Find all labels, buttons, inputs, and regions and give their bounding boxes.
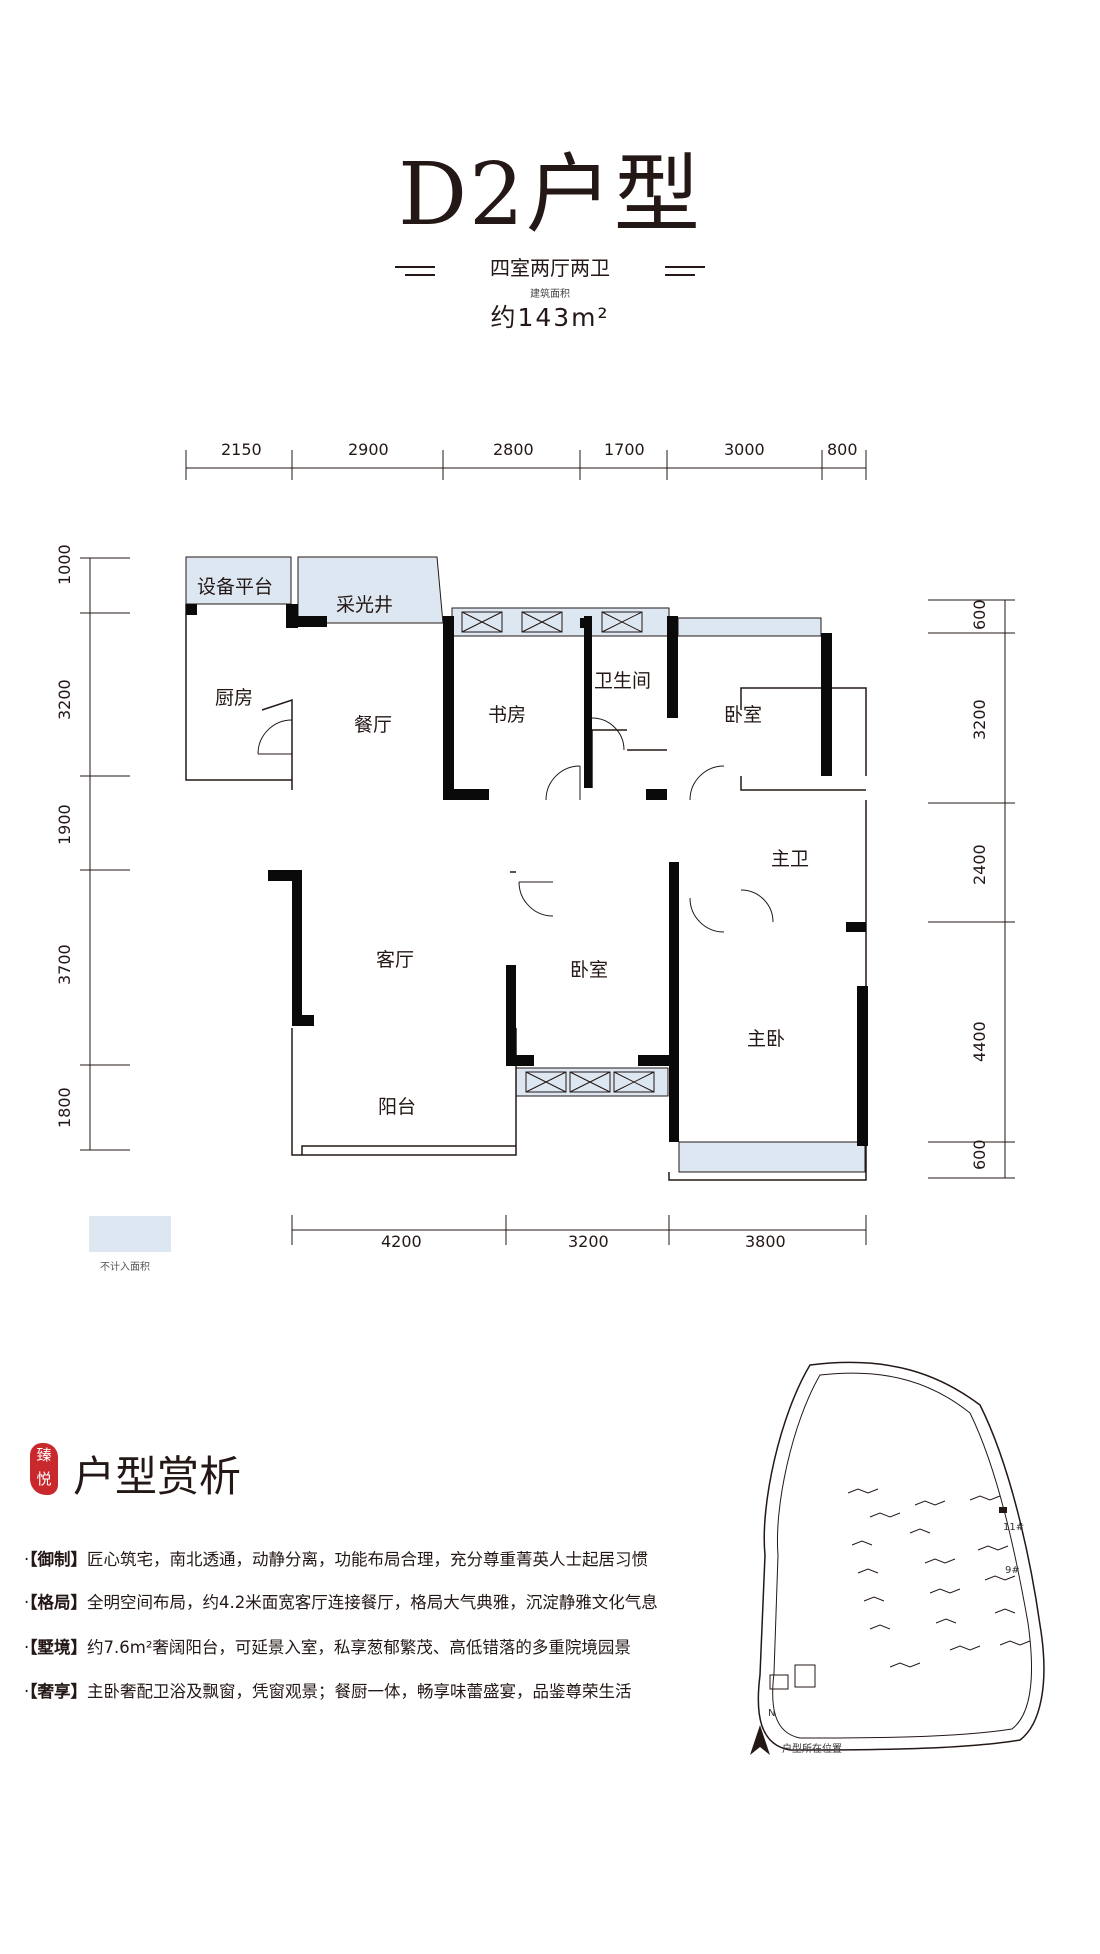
map-label-11: 11#	[1003, 1522, 1025, 1533]
analysis-title: 户型赏析	[73, 1452, 242, 1501]
north-label: N	[768, 1708, 776, 1719]
legend-swatch	[89, 1216, 171, 1252]
dim-top-3: 2800	[493, 440, 534, 459]
bullet-tag: 【格局】	[29, 1593, 87, 1612]
dim-left-3: 1900	[55, 804, 74, 845]
room-bedroom-mid: 卧室	[570, 959, 609, 981]
site-map	[750, 1361, 1045, 1755]
area-label: 建筑面积	[530, 289, 570, 300]
room-living: 客厅	[376, 949, 415, 971]
bullet-text: 匠心筑宅，南北透通，动静分离，功能布局合理，充分尊重菁英人士起居习惯	[87, 1550, 648, 1569]
area-value: 约143m²	[490, 303, 610, 332]
layout-subtitle: 四室两厅两卫	[490, 256, 610, 280]
site-boundary	[757, 1361, 1045, 1751]
dimension-lines	[80, 450, 1015, 1245]
room-dining: 餐厅	[354, 714, 393, 736]
bullet-tag: 【御制】	[29, 1550, 87, 1569]
dim-right-1: 600	[970, 599, 989, 630]
bullet-tag: 【奢享】	[29, 1682, 87, 1701]
dim-left-4: 3700	[55, 944, 74, 985]
room-lightwell: 采光井	[336, 594, 394, 616]
building-marks	[847, 1488, 1031, 1668]
room-bedroom-ne: 卧室	[724, 704, 763, 726]
room-bathroom: 卫生间	[594, 670, 652, 692]
dim-right-2: 3200	[970, 699, 989, 740]
room-study: 书房	[488, 704, 527, 726]
dim-right-4: 4400	[970, 1021, 989, 1062]
building-11-marker	[999, 1507, 1007, 1513]
bullet-4: ·【奢享】主卧奢配卫浴及飘窗，凭窗观景；餐厨一体，畅享味蕾盛宴，品鉴尊荣生活	[24, 1678, 632, 1702]
title-deco-left-2	[405, 274, 435, 276]
dim-top-1: 2150	[221, 440, 262, 459]
bullet-dot: ·	[24, 1682, 30, 1701]
bullet-1: ·【御制】匠心筑宅，南北透通，动静分离，功能布局合理，充分尊重菁英人士起居习惯	[24, 1546, 648, 1570]
bullet-text: 约7.6m²奢阔阳台，可延景入室，私享葱郁繁茂、高低错落的多重院境园景	[87, 1638, 631, 1657]
clubhouse-block	[769, 1674, 789, 1690]
heavy-walls	[186, 604, 868, 1146]
dim-top-2: 2900	[348, 440, 389, 459]
school-block	[794, 1664, 816, 1688]
room-kitchen: 厨房	[215, 687, 254, 709]
dim-right-3: 2400	[970, 844, 989, 885]
location-label: 户型所在位置	[782, 1744, 842, 1755]
site-inner-boundary	[772, 1372, 1032, 1739]
dim-bottom-1: 4200	[381, 1232, 422, 1251]
room-master-bedroom: 主卧	[747, 1028, 786, 1050]
room-balcony: 阳台	[378, 1096, 417, 1118]
dim-bottom-3: 3800	[745, 1232, 786, 1251]
bullet-dot: ·	[24, 1550, 30, 1569]
thin-walls	[185, 604, 867, 1181]
door-arcs	[257, 717, 774, 933]
dim-left-2: 3200	[55, 679, 74, 720]
bullet-text: 主卧奢配卫浴及飘窗，凭窗观景；餐厨一体，畅享味蕾盛宴，品鉴尊荣生活	[87, 1682, 632, 1701]
title-deco-right	[665, 266, 705, 268]
plan-title: D2户型	[398, 145, 702, 245]
title-deco-left	[395, 266, 435, 268]
bullet-text: 全明空间布局，约4.2米面宽客厅连接餐厅，格局大气典雅，沉淀静雅文化气息	[87, 1593, 658, 1612]
bullet-dot: ·	[24, 1593, 30, 1612]
dim-bottom-2: 3200	[568, 1232, 609, 1251]
bullet-dot: ·	[24, 1638, 30, 1657]
dim-left-5: 1800	[55, 1087, 74, 1128]
floor-plan	[80, 450, 1015, 1245]
room-equipment-platform: 设备平台	[197, 576, 274, 598]
dim-left-1: 1000	[55, 544, 74, 585]
map-label-9: 9#	[1005, 1565, 1020, 1576]
bullet-3: ·【墅境】约7.6m²奢阔阳台，可延景入室，私享葱郁繁茂、高低错落的多重院境园景	[24, 1634, 631, 1658]
dim-top-5: 3000	[724, 440, 765, 459]
bullet-tag: 【墅境】	[29, 1638, 87, 1657]
seal-stamp: 臻悦	[30, 1443, 58, 1495]
room-master-bath: 主卫	[771, 848, 810, 870]
dim-top-4: 1700	[604, 440, 645, 459]
title-deco-right-2	[665, 274, 695, 276]
bullet-2: ·【格局】全明空间布局，约4.2米面宽客厅连接餐厅，格局大气典雅，沉淀静雅文化气…	[24, 1589, 658, 1613]
window-marks	[461, 611, 655, 1093]
dim-top-6: 800	[827, 440, 858, 459]
dim-right-5: 600	[970, 1139, 989, 1170]
north-arrow-icon	[750, 1725, 770, 1755]
legend-text: 不计入面积	[100, 1262, 150, 1273]
